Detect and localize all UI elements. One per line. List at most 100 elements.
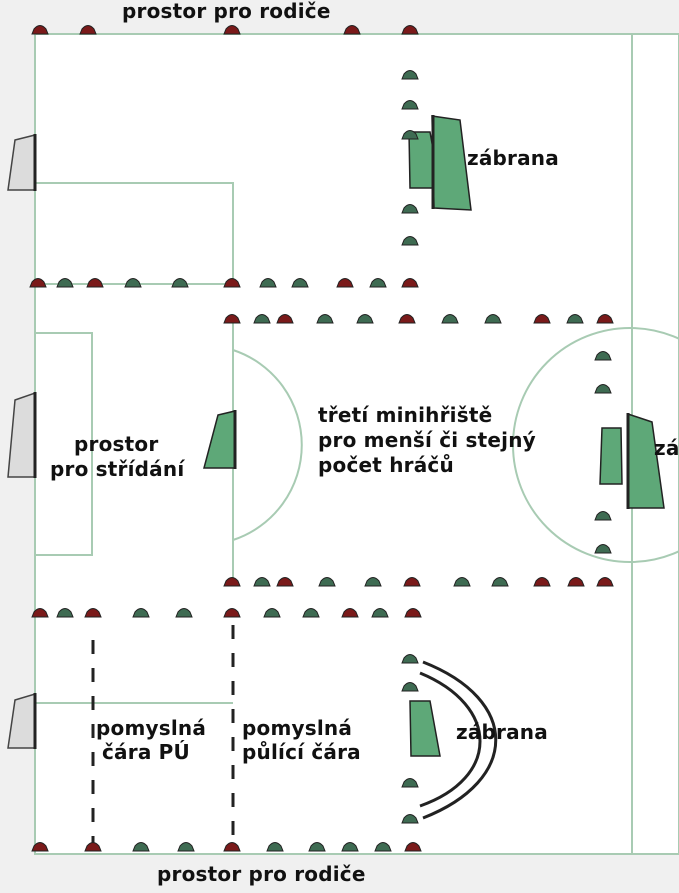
green-marker-cone xyxy=(401,814,419,824)
red-marker-cone xyxy=(223,608,241,618)
green-marker-cone xyxy=(263,608,281,618)
middle-half-circle xyxy=(232,349,303,541)
red-marker-cone xyxy=(404,608,422,618)
field-surface xyxy=(34,33,679,855)
label-substitution-line1: prostor xyxy=(74,432,159,456)
label-substitution-line2: pro střídání xyxy=(50,457,185,481)
goal-left-top xyxy=(7,134,36,191)
green-marker-cone xyxy=(318,577,336,587)
red-marker-cone xyxy=(343,25,361,35)
green-marker-cone xyxy=(56,278,74,288)
barrier-arcs xyxy=(419,660,497,820)
goal-right-small xyxy=(599,427,623,485)
red-marker-cone xyxy=(404,842,422,852)
red-marker-cone xyxy=(533,577,551,587)
goal-bottom-right xyxy=(409,700,441,757)
red-marker-cone xyxy=(86,278,104,288)
red-marker-cone xyxy=(398,314,416,324)
red-marker-cone xyxy=(567,577,585,587)
green-marker-cone xyxy=(124,278,142,288)
label-top-parents: prostor pro rodiče xyxy=(122,0,331,23)
green-marker-cone xyxy=(132,842,150,852)
red-marker-cone xyxy=(29,278,47,288)
red-marker-cone xyxy=(596,577,614,587)
green-marker-cone xyxy=(441,314,459,324)
green-marker-cone xyxy=(177,842,195,852)
green-marker-cone xyxy=(171,278,189,288)
label-bottom-parents: prostor pro rodiče xyxy=(157,862,366,886)
red-marker-cone xyxy=(31,25,49,35)
red-marker-cone xyxy=(223,842,241,852)
green-marker-cone xyxy=(566,314,584,324)
green-marker-cone xyxy=(371,608,389,618)
red-marker-cone xyxy=(596,314,614,324)
green-marker-cone xyxy=(364,577,382,587)
red-marker-cone xyxy=(223,314,241,324)
green-marker-cone xyxy=(594,511,612,521)
red-marker-cone xyxy=(31,608,49,618)
label-third-field-line1: třetí minihřiště xyxy=(318,403,493,427)
green-marker-cone xyxy=(259,278,277,288)
green-marker-cone xyxy=(253,314,271,324)
label-third-field-line3: počet hráčů xyxy=(318,453,454,477)
label-imaginary-half-line2: půlící čára xyxy=(242,740,361,764)
red-marker-cone xyxy=(84,608,102,618)
label-barrier-top: zábrana xyxy=(467,146,559,170)
green-marker-cone xyxy=(401,130,419,140)
red-marker-cone xyxy=(401,278,419,288)
label-imaginary-pu-line2: čára PÚ xyxy=(102,740,190,764)
green-marker-cone xyxy=(401,682,419,692)
barrier-arc-inner xyxy=(419,671,482,808)
green-marker-cone xyxy=(401,654,419,664)
green-marker-cone xyxy=(594,544,612,554)
red-marker-cone xyxy=(276,314,294,324)
green-marker-cone xyxy=(401,778,419,788)
green-marker-cone xyxy=(491,577,509,587)
barrier-arc-outer xyxy=(422,660,497,820)
label-barrier-bottom: zábrana xyxy=(456,720,548,744)
green-marker-cone xyxy=(316,314,334,324)
green-marker-cone xyxy=(56,608,74,618)
goal-left-middle xyxy=(7,391,36,478)
green-marker-cone xyxy=(369,278,387,288)
green-marker-cone xyxy=(341,842,359,852)
green-marker-cone xyxy=(302,608,320,618)
goals xyxy=(7,115,665,757)
green-marker-cone xyxy=(175,608,193,618)
green-marker-cone xyxy=(401,236,419,246)
green-marker-cone xyxy=(253,577,271,587)
red-marker-cone xyxy=(223,25,241,35)
field-lines xyxy=(34,33,679,855)
goal-left-bottom xyxy=(7,692,36,749)
green-marker-cone xyxy=(308,842,326,852)
red-marker-cone xyxy=(533,314,551,324)
red-marker-cone xyxy=(403,577,421,587)
green-marker-cone xyxy=(594,384,612,394)
marker-cones xyxy=(29,25,614,852)
red-marker-cone xyxy=(336,278,354,288)
green-marker-cone xyxy=(291,278,309,288)
red-marker-cone xyxy=(79,25,97,35)
green-marker-cone xyxy=(374,842,392,852)
green-marker-cone xyxy=(401,204,419,214)
green-marker-cone xyxy=(132,608,150,618)
right-center-circle xyxy=(512,327,679,563)
green-marker-cone xyxy=(594,351,612,361)
red-marker-cone xyxy=(401,25,419,35)
green-marker-cone xyxy=(356,314,374,324)
red-marker-cone xyxy=(276,577,294,587)
green-marker-cone xyxy=(401,100,419,110)
green-marker-cone xyxy=(484,314,502,324)
label-third-field-line2: pro menší či stejný xyxy=(318,428,536,452)
label-barrier-right: zá xyxy=(654,436,679,460)
label-imaginary-pu-line1: pomyslná xyxy=(96,716,207,740)
label-imaginary-half-line1: pomyslná xyxy=(242,716,353,740)
red-marker-cone xyxy=(223,278,241,288)
green-marker-cone xyxy=(266,842,284,852)
red-marker-cone xyxy=(84,842,102,852)
red-marker-cone xyxy=(341,608,359,618)
green-marker-cone xyxy=(401,70,419,80)
red-marker-cone xyxy=(223,577,241,587)
